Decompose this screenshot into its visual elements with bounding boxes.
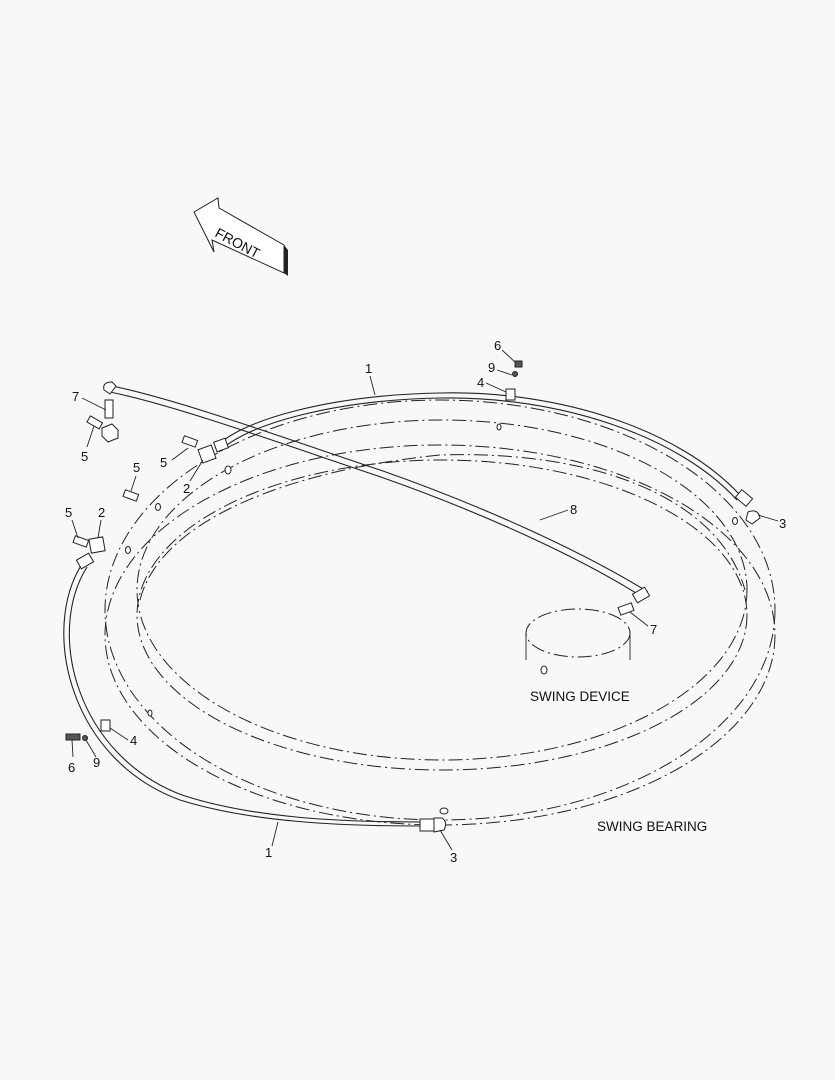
- hose-end-swing: [631, 586, 651, 604]
- callout-2-b: 2: [98, 505, 105, 520]
- hose-1-bottom: [63, 563, 421, 827]
- bearing-ring-edge: [139, 454, 746, 601]
- callout-3-right: 3: [779, 516, 786, 531]
- callout-7-right: 7: [650, 622, 657, 637]
- bearing-inner-bottom: [136, 459, 748, 771]
- swing-device: [525, 608, 631, 675]
- adapter-5-upper: [181, 435, 199, 448]
- hose-1-top: [214, 392, 741, 501]
- callout-4-top: 4: [477, 375, 484, 390]
- callout-7-left: 7: [72, 389, 79, 404]
- leader-lines: [71, 349, 779, 851]
- swing-bearing-outline: [104, 399, 776, 826]
- callout-5-a: 5: [81, 449, 88, 464]
- washer-9-bottom: [82, 735, 88, 741]
- washer-9-top: [512, 371, 518, 377]
- callout-6-bottom: 6: [68, 760, 75, 775]
- bolt-6-top: [514, 360, 523, 368]
- swing-bearing-label: SWING BEARING: [597, 819, 707, 834]
- tee-2-lower: [88, 536, 106, 554]
- hose-end-lower-left: [75, 552, 95, 570]
- bearing-outer-top: [104, 399, 776, 821]
- elbow-7-right: [617, 602, 635, 616]
- callout-9-top: 9: [488, 360, 495, 375]
- hose-end-right: [734, 488, 754, 508]
- adapter-block-left: [101, 423, 119, 443]
- fittings: [65, 360, 761, 833]
- bearing-inner-top: [136, 419, 748, 761]
- elbow-3-right: [745, 510, 761, 525]
- hose-end-bottom: [419, 818, 435, 832]
- callout-3-bottom: 3: [450, 850, 457, 865]
- clamp-4-bottom: [100, 719, 111, 732]
- adapter-5-lower: [72, 535, 90, 548]
- callout-1-top: 1: [365, 361, 372, 376]
- fitting-upper-hose-end: [213, 437, 229, 453]
- callout-4-bottom: 4: [130, 733, 137, 748]
- swing-device-label: SWING DEVICE: [530, 689, 630, 704]
- adapter-5-left: [86, 415, 104, 430]
- elbow-7-left: [103, 381, 117, 395]
- callout-2-a: 2: [183, 481, 190, 496]
- hose-8: [109, 385, 649, 599]
- front-arrow: FRONT: [193, 197, 288, 276]
- callout-1-bottom: 1: [265, 845, 272, 860]
- bearing-outer-bottom: [104, 444, 776, 826]
- callout-5-d: 5: [65, 505, 72, 520]
- callout-5-b: 5: [160, 455, 167, 470]
- callout-5-c: 5: [133, 460, 140, 475]
- elbow-3-bottom: [433, 817, 447, 833]
- swing-device-top: [525, 608, 631, 658]
- callout-numbers: 6 9 4 1 7 5 5 2 5 5 2 8 3 7 4 6 9 1 3: [65, 338, 786, 865]
- callout-8: 8: [570, 502, 577, 517]
- callout-9-bottom: 9: [93, 755, 100, 770]
- swing-device-port: [540, 665, 548, 675]
- bolt-6-bottom: [65, 733, 81, 741]
- tee-2-upper: [197, 444, 217, 464]
- clamp-4-top: [505, 388, 516, 401]
- adapter-5-mid: [122, 489, 140, 502]
- callout-6-top: 6: [494, 338, 501, 353]
